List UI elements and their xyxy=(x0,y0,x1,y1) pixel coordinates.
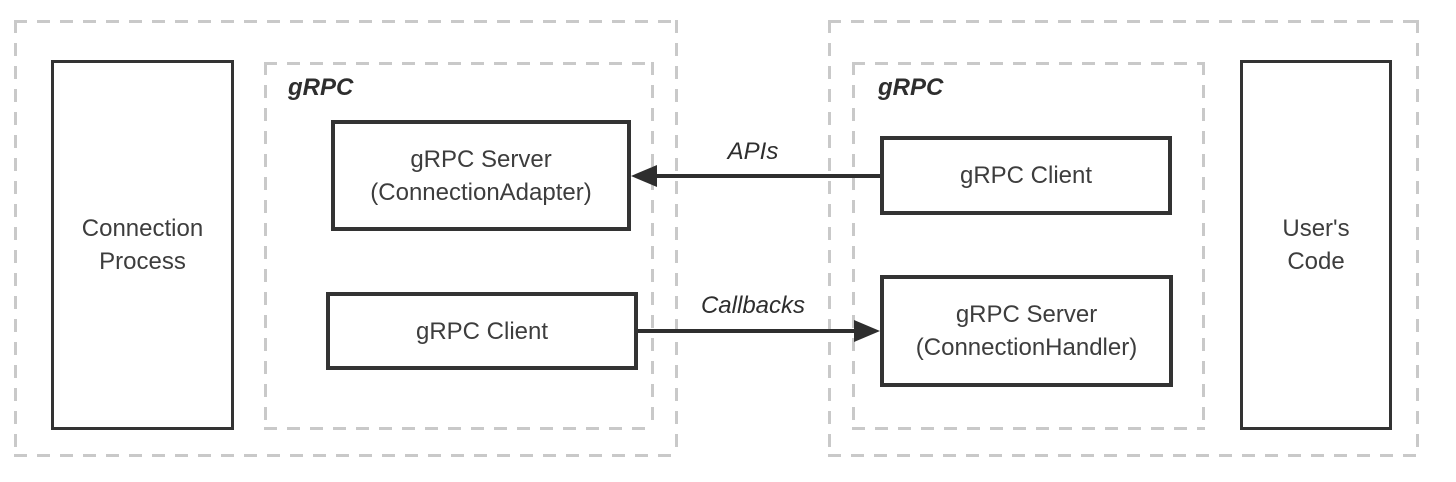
grpc-server-handler-label-line1: gRPC Server xyxy=(955,301,1098,328)
users-code-label-line1: User's xyxy=(1282,215,1350,242)
apis-arrowhead-left-icon xyxy=(631,165,657,187)
left-grpc-container-label: gRPC xyxy=(288,74,354,101)
connection-process-box: Connection Process xyxy=(51,60,234,430)
left-grpc-dashed-container xyxy=(264,62,654,430)
connection-process-label-line2: Process xyxy=(99,248,186,275)
grpc-server-adapter-label-line1: gRPC Server xyxy=(410,145,552,173)
callbacks-arrow-label: Callbacks xyxy=(700,292,806,319)
left-grpc-client-label: gRPC Client xyxy=(415,317,549,345)
callbacks-arrow-line xyxy=(638,329,858,333)
grpc-server-adapter-label-line2: (ConnectionAdapter) xyxy=(370,178,592,206)
left-grpc-client-box: gRPC Client xyxy=(326,292,638,370)
connection-process-label-line1: Connection xyxy=(81,215,204,242)
callbacks-arrowhead-right-icon xyxy=(854,320,880,342)
users-code-box: User's Code xyxy=(1240,60,1392,430)
right-grpc-client-box: gRPC Client xyxy=(880,136,1172,215)
apis-arrow-line xyxy=(650,174,880,178)
right-grpc-container-label: gRPC xyxy=(878,74,944,101)
users-code-label-line2: Code xyxy=(1287,248,1345,275)
grpc-server-handler-box: gRPC Server (ConnectionHandler) xyxy=(880,275,1173,387)
apis-arrow-label: APIs xyxy=(727,138,779,165)
grpc-server-adapter-box: gRPC Server (ConnectionAdapter) xyxy=(331,120,631,231)
right-grpc-client-label: gRPC Client xyxy=(959,162,1093,189)
grpc-server-handler-label-line2: (ConnectionHandler) xyxy=(915,334,1138,361)
